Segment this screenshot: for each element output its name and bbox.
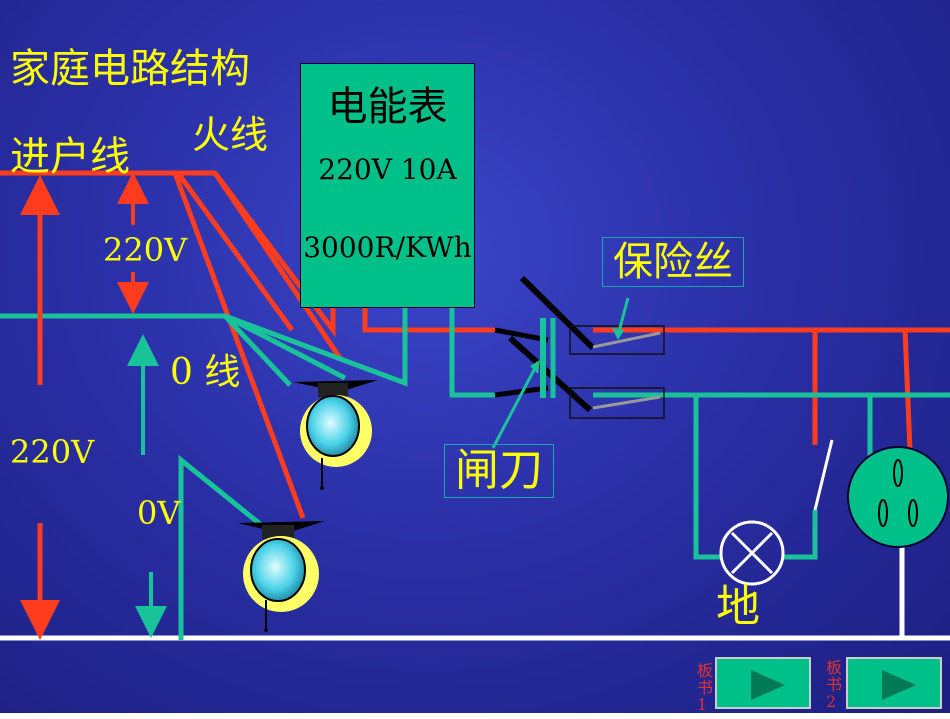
page-title: 家庭电路结构 — [10, 46, 250, 92]
voltage-label-top: 220V — [103, 231, 188, 269]
live-wire-label: 火线 — [192, 113, 269, 157]
energy-meter: 电能表 220V 10A 3000R/KWh — [300, 63, 475, 308]
meter-rating: 220V 10A — [318, 153, 457, 186]
play-button-1[interactable] — [715, 657, 811, 709]
bulb-icon — [293, 380, 378, 490]
play-icon — [751, 670, 785, 700]
switch-icon — [813, 439, 834, 511]
ground-label: 地 — [716, 581, 760, 632]
neutral-wire-label: 0 线 — [170, 352, 241, 393]
bulb-icon — [238, 521, 325, 632]
socket-icon[interactable] — [847, 446, 949, 548]
switch-pointer — [491, 367, 537, 449]
lamp-icon — [719, 520, 785, 586]
neutral-wire — [0, 306, 950, 640]
neutral-voltage-label: 0V — [137, 494, 181, 532]
play-icon — [882, 670, 916, 700]
voltage-label-left: 220V — [10, 433, 95, 471]
fuse-holders — [569, 325, 665, 419]
prev-note-label: 板书1 — [697, 663, 713, 714]
fuse-label: 保险丝 — [602, 237, 744, 287]
meter-constant: 3000R/KWh — [303, 231, 472, 264]
meter-title: 电能表 — [327, 84, 448, 130]
live-wire — [0, 170, 950, 519]
knife-switch[interactable] — [494, 275, 596, 413]
incoming-label: 进户线 — [10, 134, 130, 180]
knife-switch-label: 闸刀 — [444, 444, 554, 498]
next-note-label: 板书2 — [826, 660, 842, 711]
fuse-pointer — [616, 297, 630, 336]
play-button-2[interactable] — [846, 657, 942, 709]
